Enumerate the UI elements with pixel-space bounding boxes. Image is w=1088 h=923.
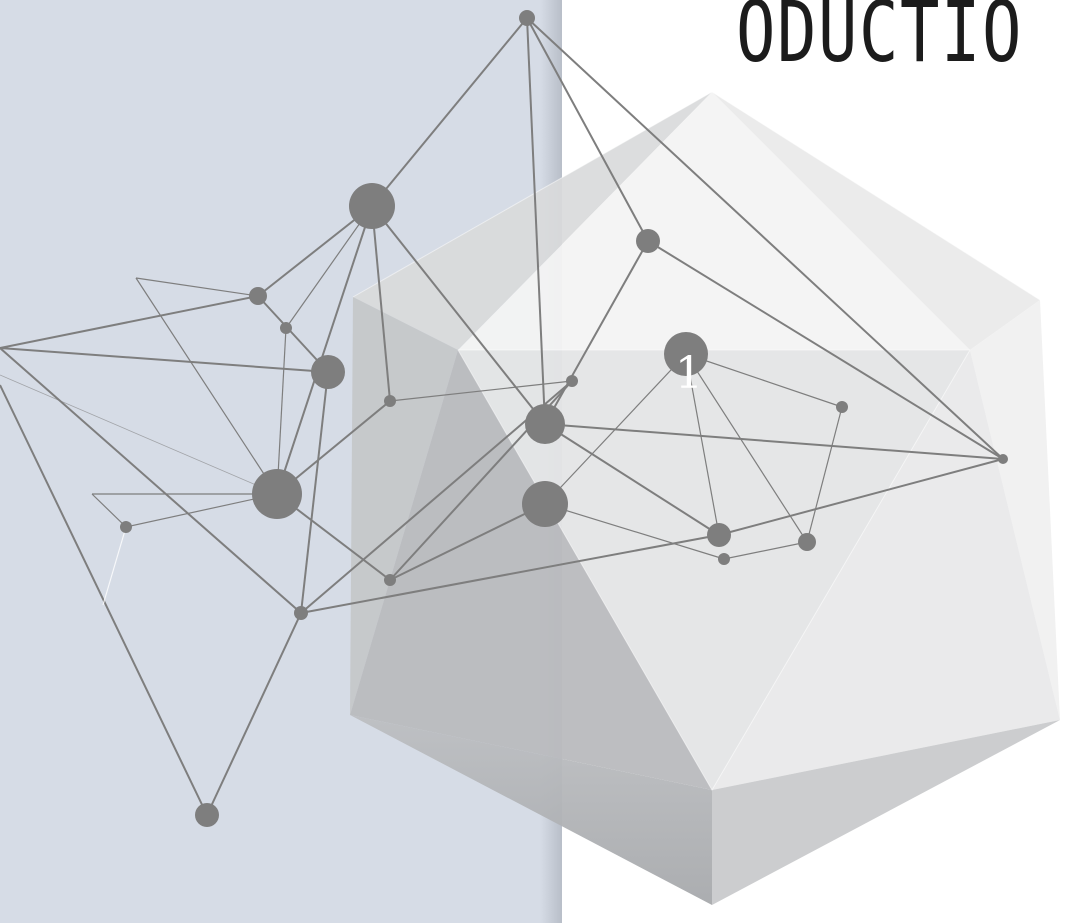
slide-number: 1 — [675, 352, 703, 396]
polyhedron-graphic — [350, 92, 1060, 905]
slide-title: ODUCTIO — [736, 0, 1023, 74]
